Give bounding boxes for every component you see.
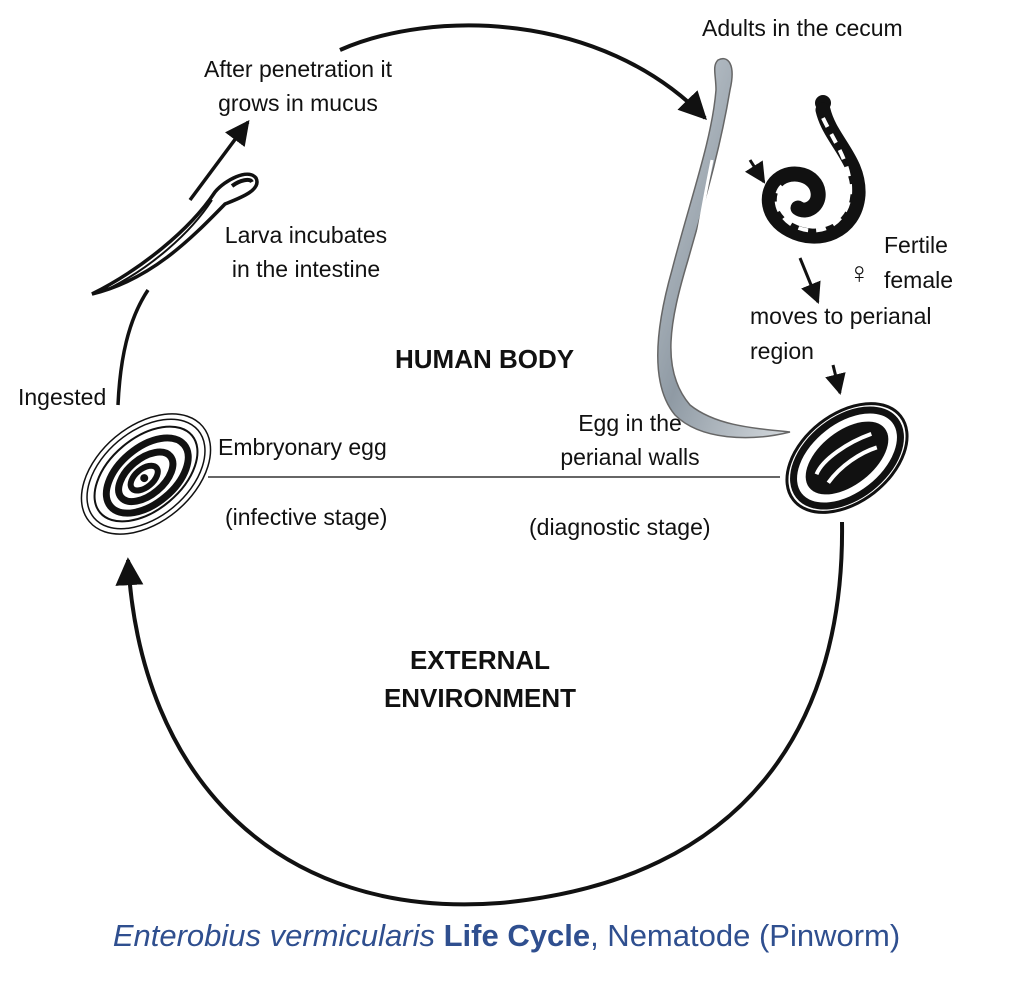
label-human-body: HUMAN BODY: [395, 344, 575, 374]
label-after-penetration-line1: After penetration it: [204, 56, 392, 82]
label-fertile: Fertile: [884, 232, 948, 258]
label-after-penetration: After penetration it grows in mucus: [178, 52, 418, 120]
arrow-external-cycle: [115, 521, 845, 907]
label-adults-cecum: Adults in the cecum: [702, 15, 903, 41]
arrow-to-perianal-egg: [825, 364, 846, 396]
arrow-larva-up: [188, 120, 250, 202]
caption-rest: , Nematode (Pinworm): [590, 918, 901, 953]
embryonated-egg-icon: [80, 413, 212, 535]
label-external-environment: EXTERNAL ENVIRONMENT: [340, 641, 620, 717]
label-infective-stage: (infective stage): [225, 504, 388, 530]
arrow-female-down: [798, 257, 821, 304]
label-egg-perianal-line1: Egg in the: [578, 410, 682, 436]
label-ingested: Ingested: [18, 384, 107, 410]
label-female: female: [884, 267, 954, 293]
arrow-ingested: [116, 289, 150, 406]
label-region: region: [750, 338, 814, 364]
label-after-penetration-line2: grows in mucus: [218, 90, 378, 116]
arrow-male-to-female: [744, 159, 766, 184]
label-moves-perianal: moves to perianal: [750, 303, 932, 329]
caption-species: Enterobius vermicularis: [112, 918, 435, 953]
arrow-to-cecum: [339, 23, 707, 121]
male-worm-icon: [657, 58, 791, 439]
label-larva-line1: Larva incubates: [224, 222, 388, 248]
label-diagnostic-stage: (diagnostic stage): [529, 514, 711, 540]
larva-icon: [91, 172, 259, 296]
female-symbol-icon: ♀: [848, 257, 871, 290]
label-egg-perianal-line2: perianal walls: [560, 444, 700, 470]
label-embryonary-egg: Embryonary egg: [218, 434, 387, 460]
label-external-line2: ENVIRONMENT: [383, 683, 577, 713]
caption: Enterobius vermicularis Life Cycle, Nema…: [0, 918, 1013, 954]
perianal-egg-icon: [785, 402, 909, 514]
label-external-line1: EXTERNAL: [409, 645, 551, 675]
label-egg-perianal: Egg in the perianal walls: [520, 406, 740, 474]
female-worm-icon: [761, 95, 866, 244]
label-larva: Larva incubates in the intestine: [208, 218, 404, 286]
caption-life-cycle: Life Cycle: [443, 918, 591, 953]
label-larva-line2: in the intestine: [231, 256, 381, 282]
